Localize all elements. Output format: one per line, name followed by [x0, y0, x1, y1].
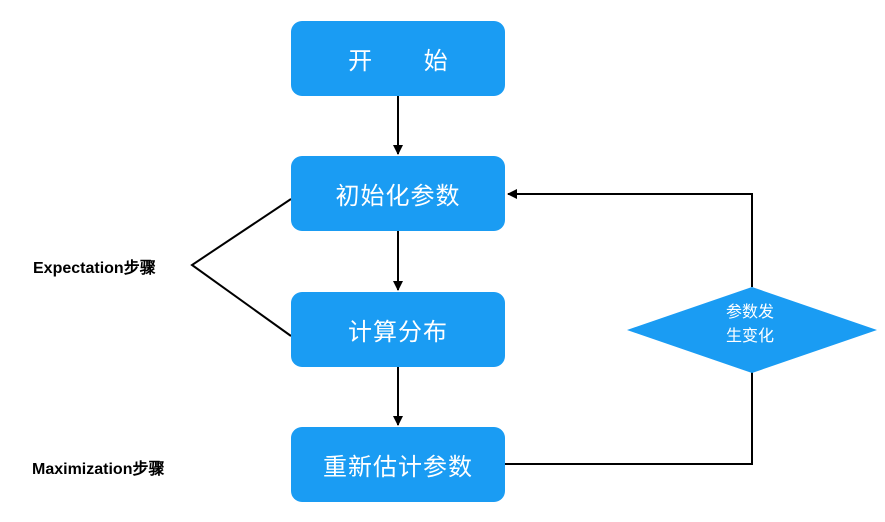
- feedback-arrow-decision-to-init: [507, 189, 753, 287]
- expectation-step-label: Expectation步骤: [33, 260, 156, 277]
- compute-distribution-node-label: 计算分布: [348, 318, 448, 346]
- maximization-step-label: Maximization步骤: [32, 461, 165, 478]
- init-params-node-label: 初始化参数: [335, 182, 461, 210]
- start-node-label: 开 始: [348, 47, 470, 75]
- decision-label: 参数发 生变化: [690, 300, 810, 348]
- init-params-node: 初始化参数: [291, 156, 505, 231]
- compute-distribution-node: 计算分布: [291, 292, 505, 367]
- reestimate-params-node: 重新估计参数: [291, 427, 505, 502]
- feedback-line-reestimate-to-decision: [505, 372, 753, 465]
- reestimate-params-node-label: 重新估计参数: [323, 453, 473, 481]
- start-node: 开 始: [291, 21, 505, 96]
- decision-label-line2: 生变化: [725, 326, 774, 345]
- expectation-bracket: [190, 198, 292, 337]
- decision-diamond: [627, 287, 877, 373]
- decision-label-line1: 参数发: [725, 302, 774, 321]
